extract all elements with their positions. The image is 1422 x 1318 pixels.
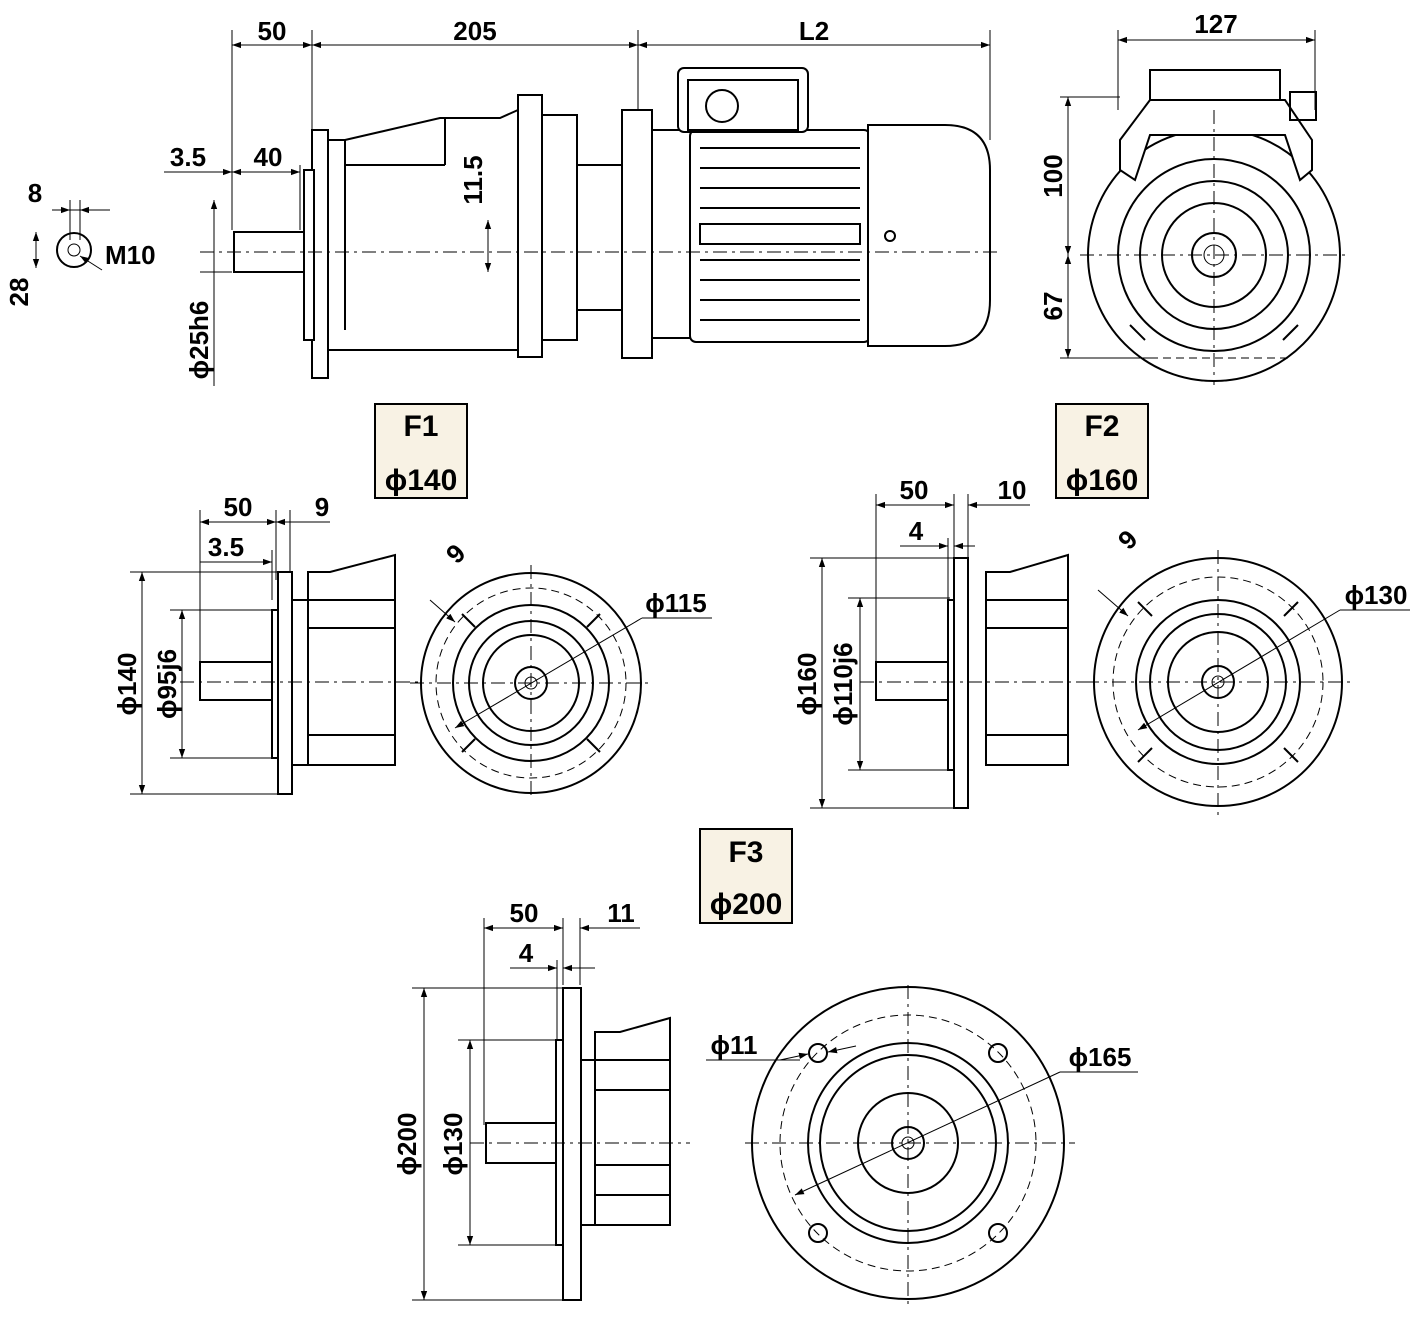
f1-flange xyxy=(277,571,293,795)
f1-dim-140: ϕ140 xyxy=(112,653,142,716)
dim-67: 67 xyxy=(1038,292,1068,321)
dim-40: 40 xyxy=(254,142,283,172)
gearmotor-end-view: 127 100 67 xyxy=(1038,9,1350,385)
f3-dim-200: ϕ200 xyxy=(392,1113,422,1176)
dim-100: 100 xyxy=(1038,154,1068,197)
f2-shaft xyxy=(875,661,949,701)
dim-205: 205 xyxy=(453,16,496,46)
variant-f3-diameter: ϕ200 xyxy=(710,888,783,921)
f3-dim-130: ϕ130 xyxy=(438,1113,468,1176)
f2-dim-9-slot: 9 xyxy=(1112,524,1143,555)
terminal-box xyxy=(677,67,809,133)
f3-dim-11: 11 xyxy=(607,898,635,928)
dim-28: 28 xyxy=(4,278,34,307)
f3-dim-11-hole: ϕ11 xyxy=(711,1030,758,1060)
f1-dim-3-5: 3.5 xyxy=(208,532,244,562)
f1-dim-9-slot: 9 xyxy=(440,538,471,569)
cable-gland xyxy=(705,89,739,123)
variant-label-f2: F2 ϕ160 xyxy=(1055,403,1149,499)
f2-dim-110j6: ϕ110j6 xyxy=(828,642,858,725)
gear-housing xyxy=(327,108,519,351)
dim-11-5: 11.5 xyxy=(458,155,488,204)
variant-f3-name: F3 xyxy=(728,836,763,869)
shaft-end-view xyxy=(56,232,92,268)
gearmotor-side-view: 50 205 L2 3.5 40 11.5 xyxy=(4,16,1000,386)
variant-f1-diameter: ϕ140 xyxy=(385,464,458,497)
dim-25h6: ϕ25h6 xyxy=(184,301,214,380)
dim-l2: L2 xyxy=(799,16,829,46)
f3-flange-views: 50 11 4 ϕ200 ϕ130 xyxy=(392,898,1138,1305)
motor-flange xyxy=(621,109,653,359)
f1-flange-views: 50 9 3.5 ϕ140 ϕ95j6 xyxy=(112,492,712,800)
f3-bolt-holes xyxy=(808,1043,1008,1243)
f2-flange xyxy=(953,557,969,809)
f2-dim-10: 10 xyxy=(998,475,1027,505)
cooling-fins xyxy=(699,147,861,321)
dim-50: 50 xyxy=(258,16,287,46)
dim-m10: M10 xyxy=(105,240,156,270)
variant-f1-name: F1 xyxy=(403,410,438,443)
f2-dim-160: ϕ160 xyxy=(792,653,822,716)
variant-label-f1: F1 ϕ140 xyxy=(374,403,468,499)
f3-flange xyxy=(562,987,582,1301)
variant-f2-name: F2 xyxy=(1084,410,1119,443)
fan-cover xyxy=(867,124,991,347)
f2-dim-50: 50 xyxy=(900,475,929,505)
f3-dim-165: ϕ165 xyxy=(1069,1042,1132,1072)
f2-dim-130: ϕ130 xyxy=(1345,580,1408,610)
f2-dim-4: 4 xyxy=(909,516,924,546)
variant-label-f3: F3 ϕ200 xyxy=(699,828,793,924)
motor-body xyxy=(689,129,871,343)
f3-dim-4: 4 xyxy=(519,938,534,968)
dim-8: 8 xyxy=(28,178,42,208)
dim-3-5: 3.5 xyxy=(170,142,206,172)
f1-shaft xyxy=(199,661,275,701)
end-terminal-box xyxy=(1119,99,1313,182)
f1-dim-95j6: ϕ95j6 xyxy=(152,649,182,719)
f1-dim-50: 50 xyxy=(224,492,253,522)
f3-dim-50: 50 xyxy=(510,898,539,928)
f2-flange-views: 50 10 4 ϕ160 ϕ110j6 9 xyxy=(792,475,1410,815)
f1-dim-9: 9 xyxy=(315,492,329,522)
variant-f2-diameter: ϕ160 xyxy=(1066,464,1139,497)
dim-127: 127 xyxy=(1194,9,1237,39)
f1-dim-115: ϕ115 xyxy=(645,588,706,618)
